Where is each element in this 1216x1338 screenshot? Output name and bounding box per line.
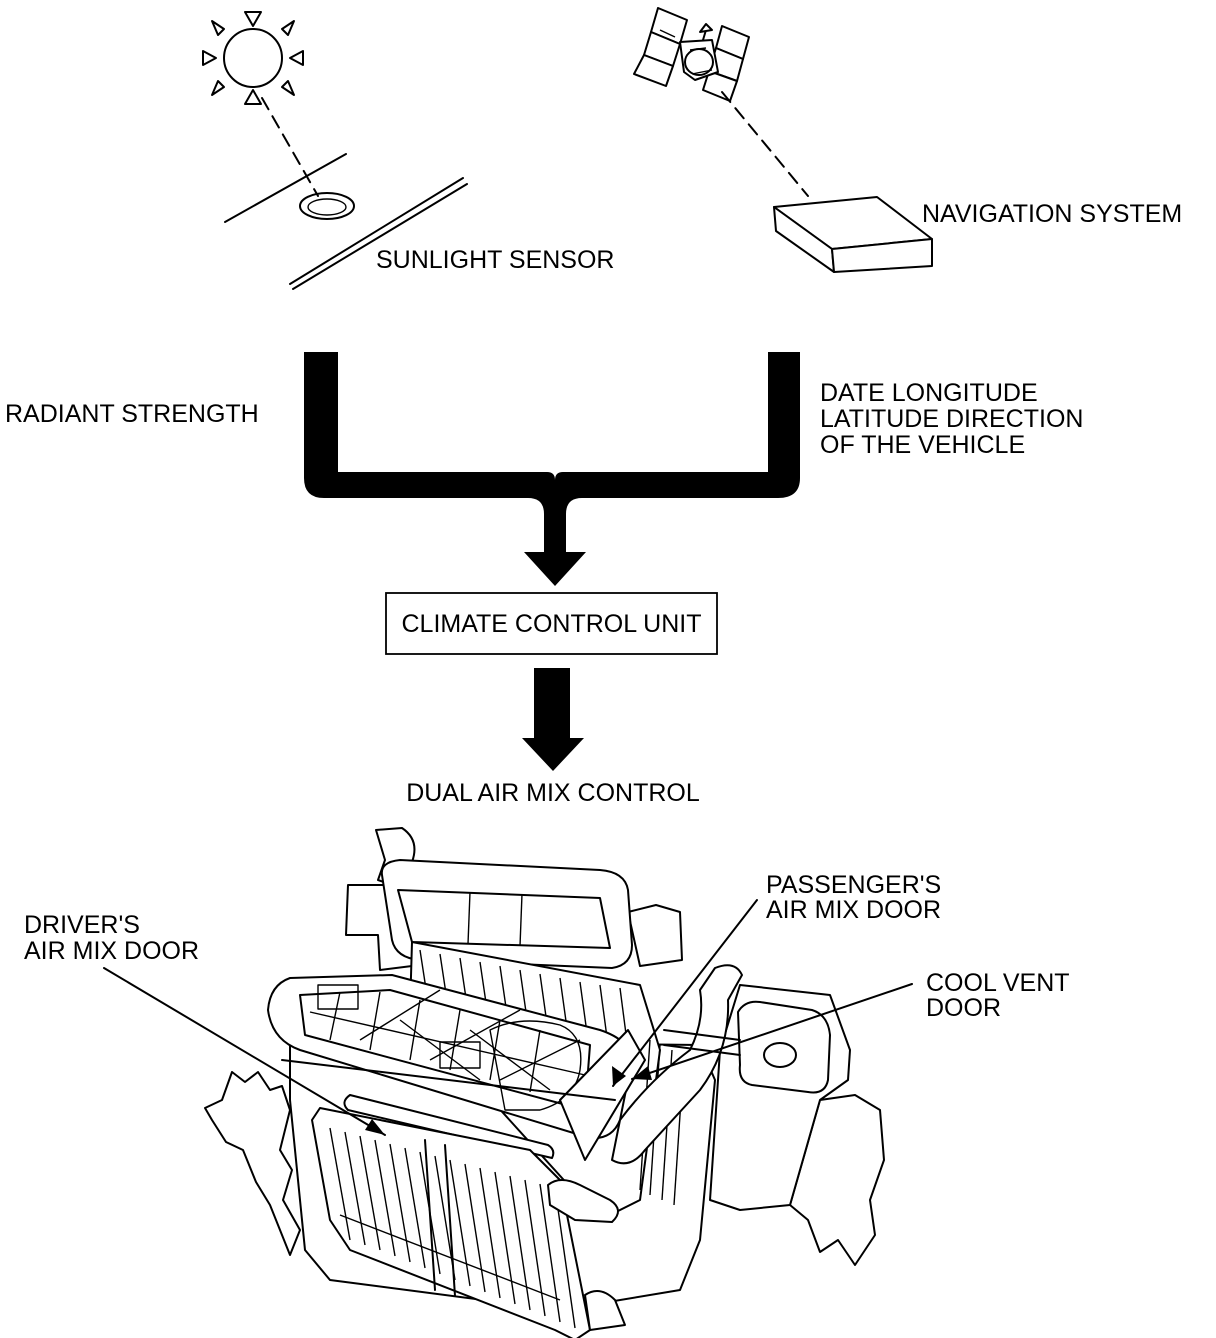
svg-text:LATITUDE DIRECTION: LATITUDE DIRECTION	[820, 405, 1083, 433]
signal-merge-path	[304, 352, 800, 586]
sunlight-sensor-icon	[224, 153, 468, 290]
climate-control-unit-box	[385, 592, 718, 655]
svg-text:PASSENGER'S: PASSENGER'S	[766, 871, 941, 899]
svg-text:COOL VENT: COOL VENT	[926, 969, 1070, 997]
satellite-icon	[633, 7, 750, 102]
svg-text:DOOR: DOOR	[926, 994, 1001, 1022]
svg-text:AIR MIX DOOR: AIR MIX DOOR	[24, 937, 199, 965]
dual-air-mix-control-label: DUAL AIR MIX CONTROL	[406, 779, 700, 807]
navigation-system-label: NAVIGATION SYSTEM	[922, 200, 1182, 228]
navigation-unit-icon	[773, 196, 933, 273]
sunlight-sensor-label: SUNLIGHT SENSOR	[376, 246, 614, 274]
cool-vent-door-label: COOL VENT DOOR	[926, 969, 1070, 1022]
vehicle-data-label: DATE LONGITUDE LATITUDE DIRECTION OF THE…	[820, 379, 1083, 459]
svg-text:DATE LONGITUDE: DATE LONGITUDE	[820, 379, 1038, 407]
sun-ray-dashed	[261, 97, 319, 197]
svg-text:AIR MIX DOOR: AIR MIX DOOR	[766, 896, 941, 924]
svg-text:OF THE VEHICLE: OF THE VEHICLE	[820, 431, 1025, 459]
satellite-signal-dashed	[721, 91, 809, 197]
passengers-air-mix-door-callout	[612, 899, 758, 1087]
drivers-air-mix-door-callout	[103, 967, 386, 1136]
passengers-air-mix-door-label: PASSENGER'S AIR MIX DOOR	[766, 871, 941, 924]
cool-vent-door-callout	[631, 983, 913, 1080]
sun-icon	[202, 11, 304, 105]
radiant-strength-label: RADIANT STRENGTH	[5, 400, 259, 428]
svg-text:DRIVER'S: DRIVER'S	[24, 911, 140, 939]
drivers-air-mix-door-label: DRIVER'S AIR MIX DOOR	[24, 911, 199, 965]
climate-control-unit-label: CLIMATE CONTROL UNIT	[401, 610, 701, 638]
output-arrow	[522, 668, 584, 771]
